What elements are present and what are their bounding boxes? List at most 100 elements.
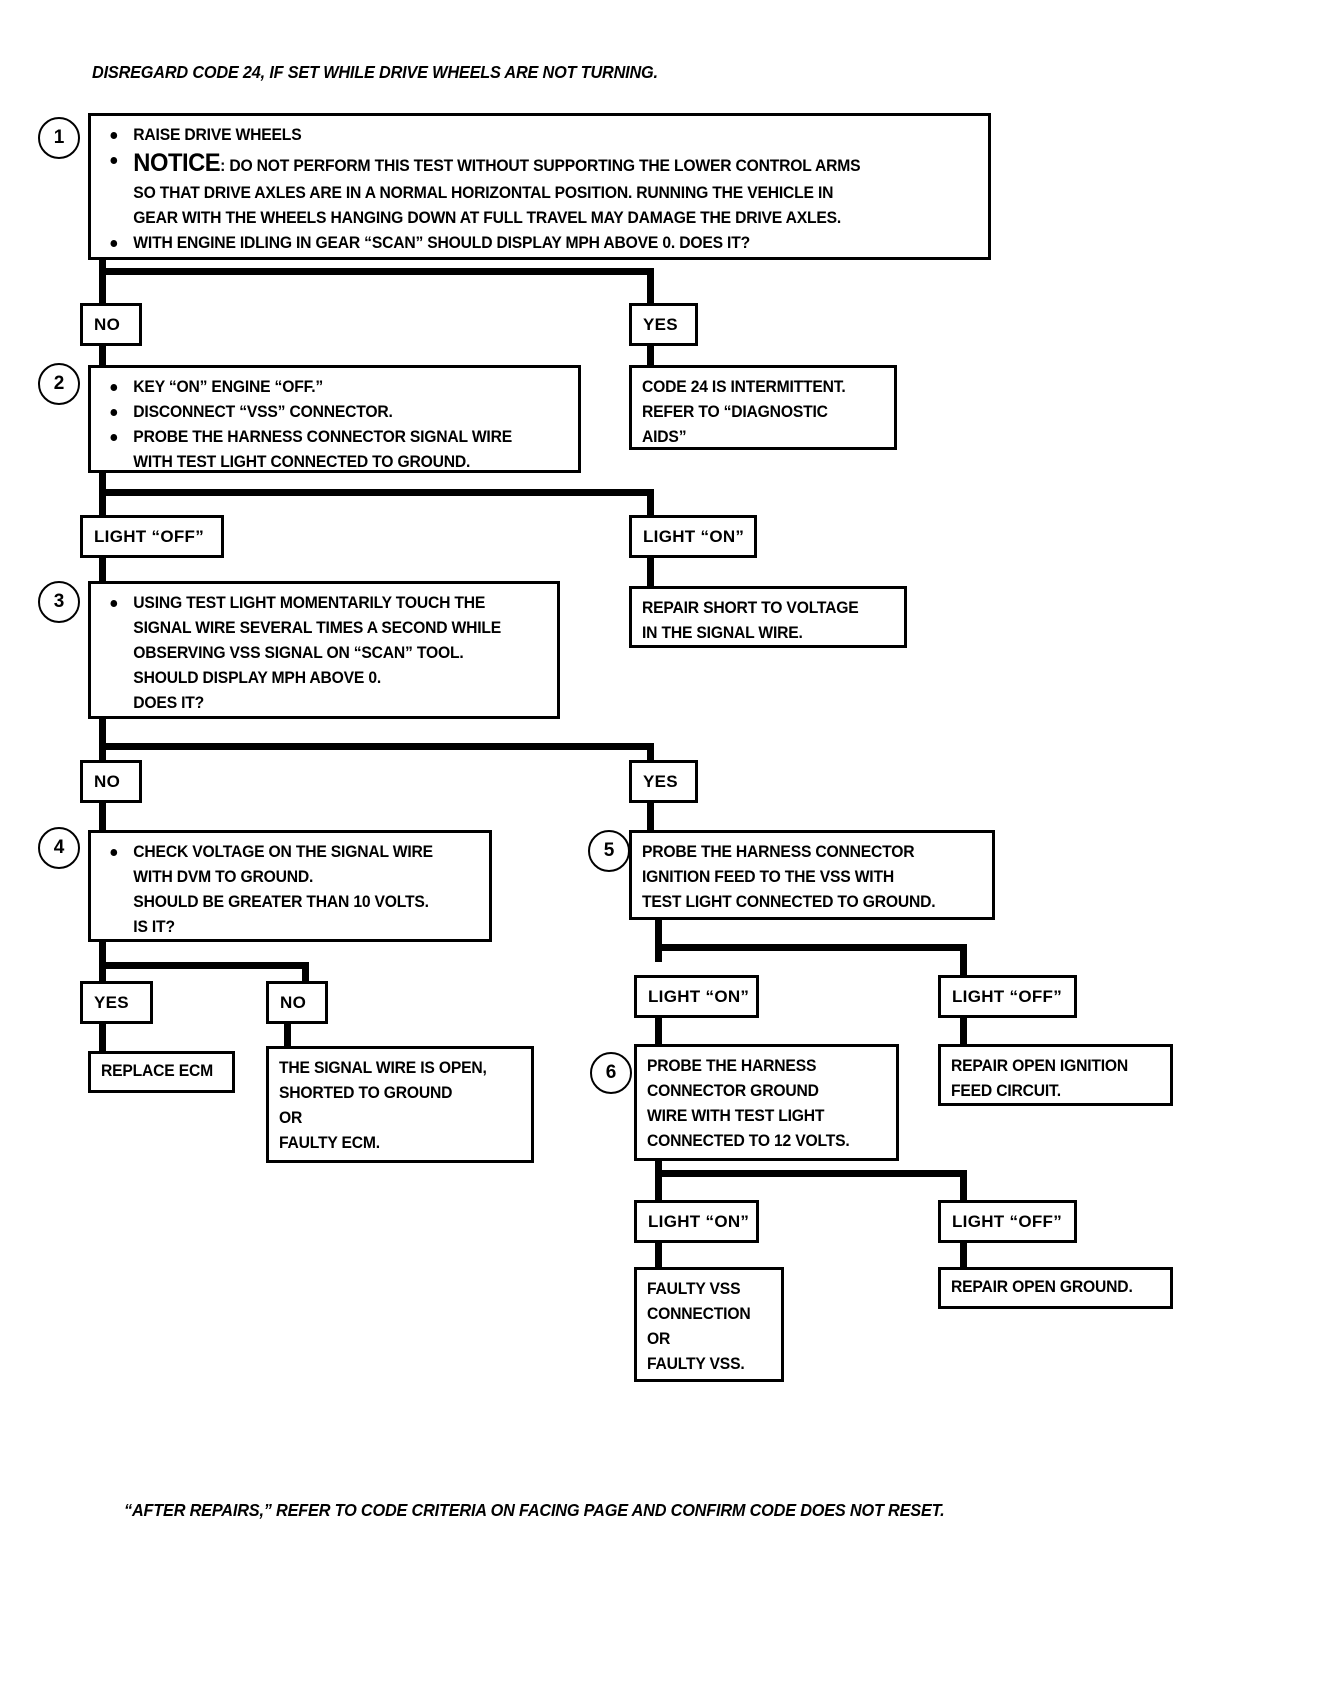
connector-v-b5-right (960, 944, 967, 976)
label-light-on-step2: LIGHT “ON” (629, 515, 757, 558)
connector-v-b5-left (655, 920, 662, 962)
repair-short-line-1: REPAIR SHORT TO VOLTAGE (642, 599, 859, 617)
step-circle-6: 6 (590, 1052, 632, 1094)
connector-v-b2-right (647, 489, 654, 515)
box1-line-5: WITH ENGINE IDLING IN GEAR “SCAN” SHOULD… (101, 231, 934, 256)
label-no-step3-text: NO (94, 771, 121, 791)
label-light-on-step5: LIGHT “ON” (634, 975, 759, 1018)
connector-v-b6-left (655, 1161, 662, 1203)
connector-v-yes1 (647, 346, 654, 366)
box-code-24-intermittent: CODE 24 IS INTERMITTENT. REFER TO “DIAGN… (629, 365, 897, 450)
label-light-off-step2-text: LIGHT “OFF” (94, 526, 205, 546)
box5-line-3: TEST LIGHT CONNECTED TO GROUND. (642, 893, 936, 911)
connector-v-b4-right (302, 962, 309, 982)
box-step-1: RAISE DRIVE WHEELS NOTICE: DO NOT PERFOR… (88, 113, 991, 260)
connector-v-lighton2 (647, 558, 654, 586)
connector-v-yes4 (99, 1024, 106, 1052)
signal-open-line-3: OR (279, 1109, 303, 1127)
footer-note: “AFTER REPAIRS,” REFER TO CODE CRITERIA … (124, 1500, 945, 1520)
label-light-off-step2: LIGHT “OFF” (80, 515, 224, 558)
connector-h-b6 (655, 1170, 967, 1177)
notice-keyword: NOTICE (133, 149, 221, 177)
label-light-on-step6-text: LIGHT “ON” (648, 1211, 750, 1231)
box6-line-3: WIRE WITH TEST LIGHT (647, 1107, 825, 1125)
connector-v-lightoff2 (99, 558, 106, 582)
signal-open-line-1: THE SIGNAL WIRE IS OPEN, (279, 1059, 487, 1077)
box-step-5: PROBE THE HARNESS CONNECTOR IGNITION FEE… (629, 830, 995, 920)
label-no-step4-text: NO (280, 992, 307, 1012)
step-circle-5: 5 (588, 830, 630, 872)
label-light-off-step6-text: LIGHT “OFF” (952, 1211, 1063, 1231)
connector-v-no4 (284, 1024, 291, 1048)
box1-line-3: SO THAT DRIVE AXLES ARE IN A NORMAL HORI… (133, 184, 834, 202)
signal-open-line-4: FAULTY ECM. (279, 1134, 380, 1152)
label-light-on-step2-text: LIGHT “ON” (643, 526, 745, 546)
box-repair-short-to-voltage: REPAIR SHORT TO VOLTAGE IN THE SIGNAL WI… (629, 586, 907, 648)
repair-ign-line-1: REPAIR OPEN IGNITION (951, 1057, 1129, 1075)
box5-line-1: PROBE THE HARNESS CONNECTOR (642, 843, 915, 861)
box3-line-5: DOES IT? (133, 694, 205, 712)
faulty-vss-line-4: FAULTY VSS. (647, 1355, 745, 1373)
connector-h-b4 (99, 962, 309, 969)
label-yes-step4-text: YES (94, 992, 129, 1012)
connector-h-b5 (655, 944, 967, 951)
faulty-vss-line-3: OR (647, 1330, 671, 1348)
connector-h-b3 (99, 743, 654, 750)
step-circle-1: 1 (38, 117, 80, 159)
box-step-2: KEY “ON” ENGINE “OFF.” DISCONNECT “VSS” … (88, 365, 581, 473)
box2-line-4: WITH TEST LIGHT CONNECTED TO GROUND. (133, 453, 471, 471)
step-circle-3: 3 (38, 581, 80, 623)
box4-line-3: SHOULD BE GREATER THAN 10 VOLTS. (133, 893, 429, 911)
repair-ground-line-1: REPAIR OPEN GROUND. (951, 1278, 1133, 1296)
box6-line-2: CONNECTOR GROUND (647, 1082, 819, 1100)
box-faulty-vss: FAULTY VSS CONNECTION OR FAULTY VSS. (634, 1267, 784, 1382)
label-no-step3: NO (80, 760, 142, 803)
box1-line-1: RAISE DRIVE WHEELS (101, 123, 934, 148)
connector-v-lighton6 (655, 1243, 662, 1269)
box1-notice-row: NOTICE: DO NOT PERFORM THIS TEST WITHOUT… (101, 148, 934, 181)
code24-line-3: AIDS” (642, 428, 687, 446)
connector-v-yes3 (647, 803, 654, 831)
box3-line-3: OBSERVING VSS SIGNAL ON “SCAN” TOOL. (133, 644, 464, 662)
repair-short-line-2: IN THE SIGNAL WIRE. (642, 624, 803, 642)
label-light-off-step6: LIGHT “OFF” (938, 1200, 1077, 1243)
box3-line-4: SHOULD DISPLAY MPH ABOVE 0. (133, 669, 382, 687)
connector-v-b6-right (960, 1170, 967, 1201)
connector-v-no3 (99, 803, 106, 831)
box-repair-open-ignition-feed: REPAIR OPEN IGNITION FEED CIRCUIT. (938, 1044, 1173, 1106)
faulty-vss-line-2: CONNECTION (647, 1305, 751, 1323)
box-signal-wire-open: THE SIGNAL WIRE IS OPEN, SHORTED TO GROU… (266, 1046, 534, 1163)
box-step-6: PROBE THE HARNESS CONNECTOR GROUND WIRE … (634, 1044, 899, 1161)
label-yes-step1-text: YES (643, 314, 678, 334)
connector-h-b1 (99, 268, 654, 275)
code24-line-2: REFER TO “DIAGNOSTIC (642, 403, 828, 421)
label-no-step4: NO (266, 981, 328, 1024)
label-light-off-step5: LIGHT “OFF” (938, 975, 1077, 1018)
box5-line-2: IGNITION FEED TO THE VSS WITH (642, 868, 894, 886)
box3-line-2: SIGNAL WIRE SEVERAL TIMES A SECOND WHILE (133, 619, 502, 637)
connector-v-b3-left (99, 719, 106, 763)
connector-v-lighton5 (655, 1018, 662, 1046)
signal-open-line-2: SHORTED TO GROUND (279, 1084, 453, 1102)
box3-line-1: USING TEST LIGHT MOMENTARILY TOUCH THE (101, 591, 525, 616)
connector-v-no1 (99, 346, 106, 369)
box6-line-1: PROBE THE HARNESS (647, 1057, 817, 1075)
label-yes-step1: YES (629, 303, 698, 346)
label-light-on-step5-text: LIGHT “ON” (648, 986, 750, 1006)
box4-line-2: WITH DVM TO GROUND. (133, 868, 314, 886)
box6-line-4: CONNECTED TO 12 VOLTS. (647, 1132, 850, 1150)
box4-line-4: IS IT? (133, 918, 175, 936)
header-note: DISREGARD CODE 24, IF SET WHILE DRIVE WH… (92, 62, 658, 82)
step-circle-4: 4 (38, 827, 80, 869)
box2-line-1: KEY “ON” ENGINE “OFF.” (101, 375, 545, 400)
box-replace-ecm: REPLACE ECM (88, 1051, 235, 1093)
replace-ecm-line-1: REPLACE ECM (101, 1062, 214, 1080)
box4-line-1: CHECK VOLTAGE ON THE SIGNAL WIRE (101, 840, 460, 865)
label-light-on-step6: LIGHT “ON” (634, 1200, 759, 1243)
connector-v-b1-left (99, 260, 106, 304)
step-circle-2: 2 (38, 363, 80, 405)
box-step-3: USING TEST LIGHT MOMENTARILY TOUCH THE S… (88, 581, 560, 719)
label-yes-step3: YES (629, 760, 698, 803)
connector-v-lightoff6 (960, 1243, 967, 1269)
